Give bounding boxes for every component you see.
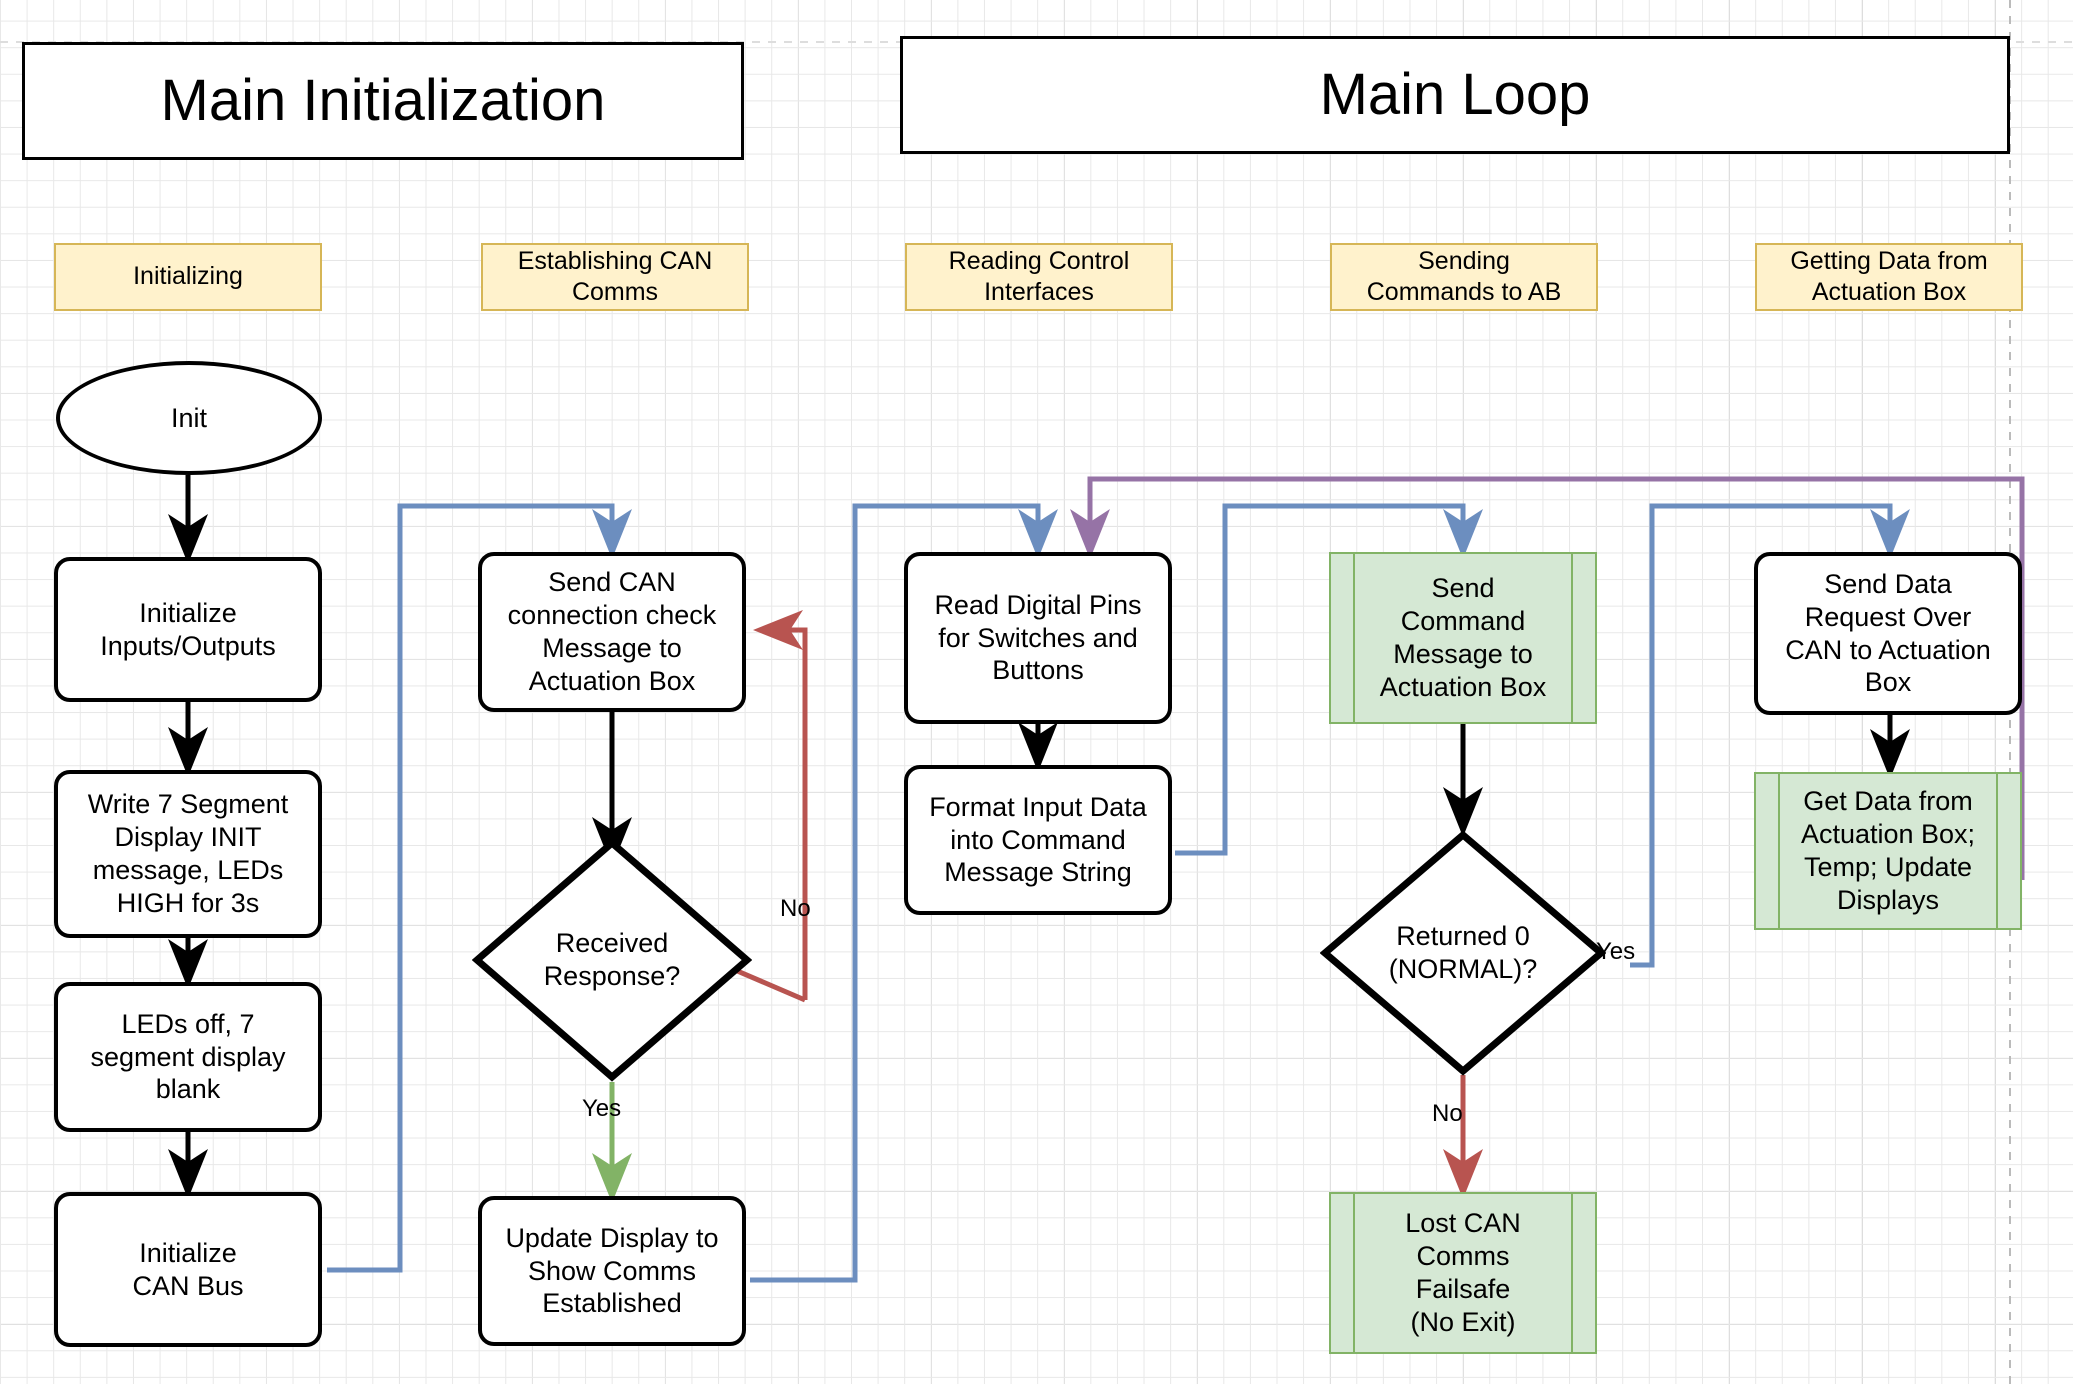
node-init: Init (56, 361, 322, 475)
header-main-initialization-label: Main Initialization (160, 67, 606, 133)
edge-label-no-returned-zero: No (1432, 1100, 1463, 1127)
header-main-loop: Main Loop (900, 36, 2010, 154)
diamond-shape (1320, 830, 1606, 1076)
stage-label-initializing-text: Initializing (133, 262, 243, 291)
node-returned-zero-decision: Returned 0(NORMAL)? (1320, 830, 1606, 1076)
edge-label-no-received-response: No (780, 895, 811, 922)
stage-label-initializing: Initializing (54, 243, 322, 311)
node-init-label: Init (170, 402, 208, 433)
header-main-loop-label: Main Loop (1319, 61, 1591, 127)
edge-label-yes-returned-zero: Yes (1596, 938, 1636, 965)
edge-label-yes-received-response: Yes (582, 1095, 622, 1122)
diamond-shape (472, 838, 752, 1082)
node-returned-zero-label: Returned 0(NORMAL)? (1388, 921, 1538, 984)
header-main-initialization: Main Initialization (22, 42, 744, 160)
